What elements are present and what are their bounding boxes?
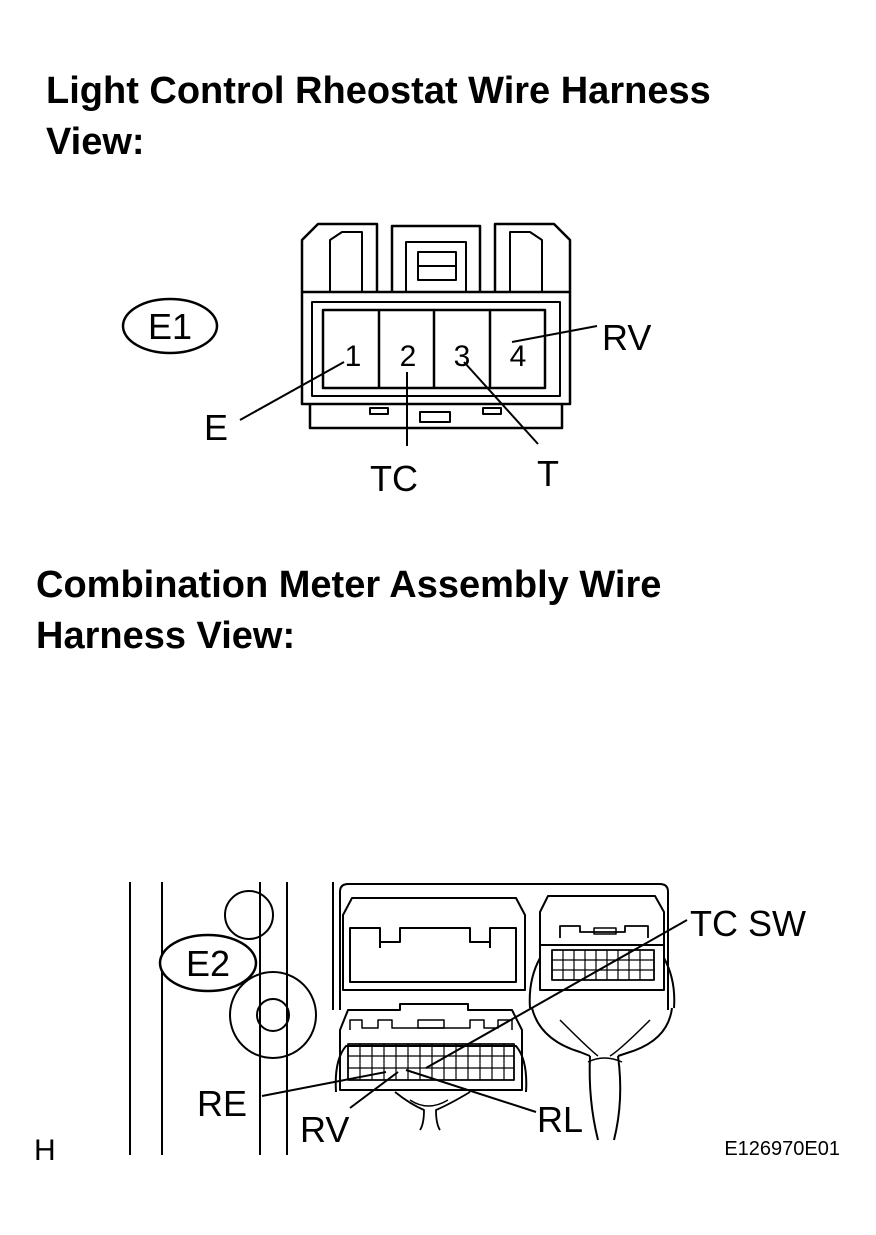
figure-code: E126970E01 xyxy=(724,1138,840,1160)
section2-title-line2: Harness View: xyxy=(36,615,296,657)
leader-e xyxy=(239,361,345,421)
e2-label-rl: RL xyxy=(537,1099,583,1140)
e1-label-rv: RV xyxy=(602,317,651,358)
leader-rv-e2 xyxy=(349,1071,399,1109)
e1-pin-3: 3 xyxy=(454,340,471,373)
e1-pin-1: 1 xyxy=(345,340,362,373)
e1-pin-2: 2 xyxy=(400,340,417,373)
leader-rv xyxy=(511,325,598,343)
e1-label-t: T xyxy=(537,453,559,494)
e1-label-tc: TC xyxy=(370,458,418,499)
e2-callout-oval xyxy=(158,933,258,993)
e1-callout-oval xyxy=(121,297,219,355)
leader-tc-sw xyxy=(425,919,688,1069)
e2-label-re: RE xyxy=(197,1083,247,1124)
leader-t xyxy=(463,361,539,445)
leader-re xyxy=(261,1071,387,1097)
section1-title: Light Control Rheostat Wire Harness View… xyxy=(46,66,846,168)
section1-title-line1: Light Control Rheostat Wire Harness xyxy=(46,70,711,112)
e2-scene xyxy=(129,882,676,1155)
section2-title: Combination Meter Assembly Wire Harness … xyxy=(36,560,836,662)
leader-rl xyxy=(405,1069,537,1113)
e2-connector-id: E2 xyxy=(186,943,230,984)
section1-title-line2: View: xyxy=(46,121,145,163)
e2-label-rv: RV xyxy=(300,1109,349,1150)
e1-connector-id: E1 xyxy=(148,306,192,347)
section2-title-line1: Combination Meter Assembly Wire xyxy=(36,564,662,606)
e1-label-e: E xyxy=(204,407,228,448)
footer-left-mark: H xyxy=(34,1134,56,1167)
e1-connector xyxy=(300,222,572,430)
e1-pin-4: 4 xyxy=(510,340,527,373)
e2-label-tc-sw: TC SW xyxy=(690,903,806,944)
